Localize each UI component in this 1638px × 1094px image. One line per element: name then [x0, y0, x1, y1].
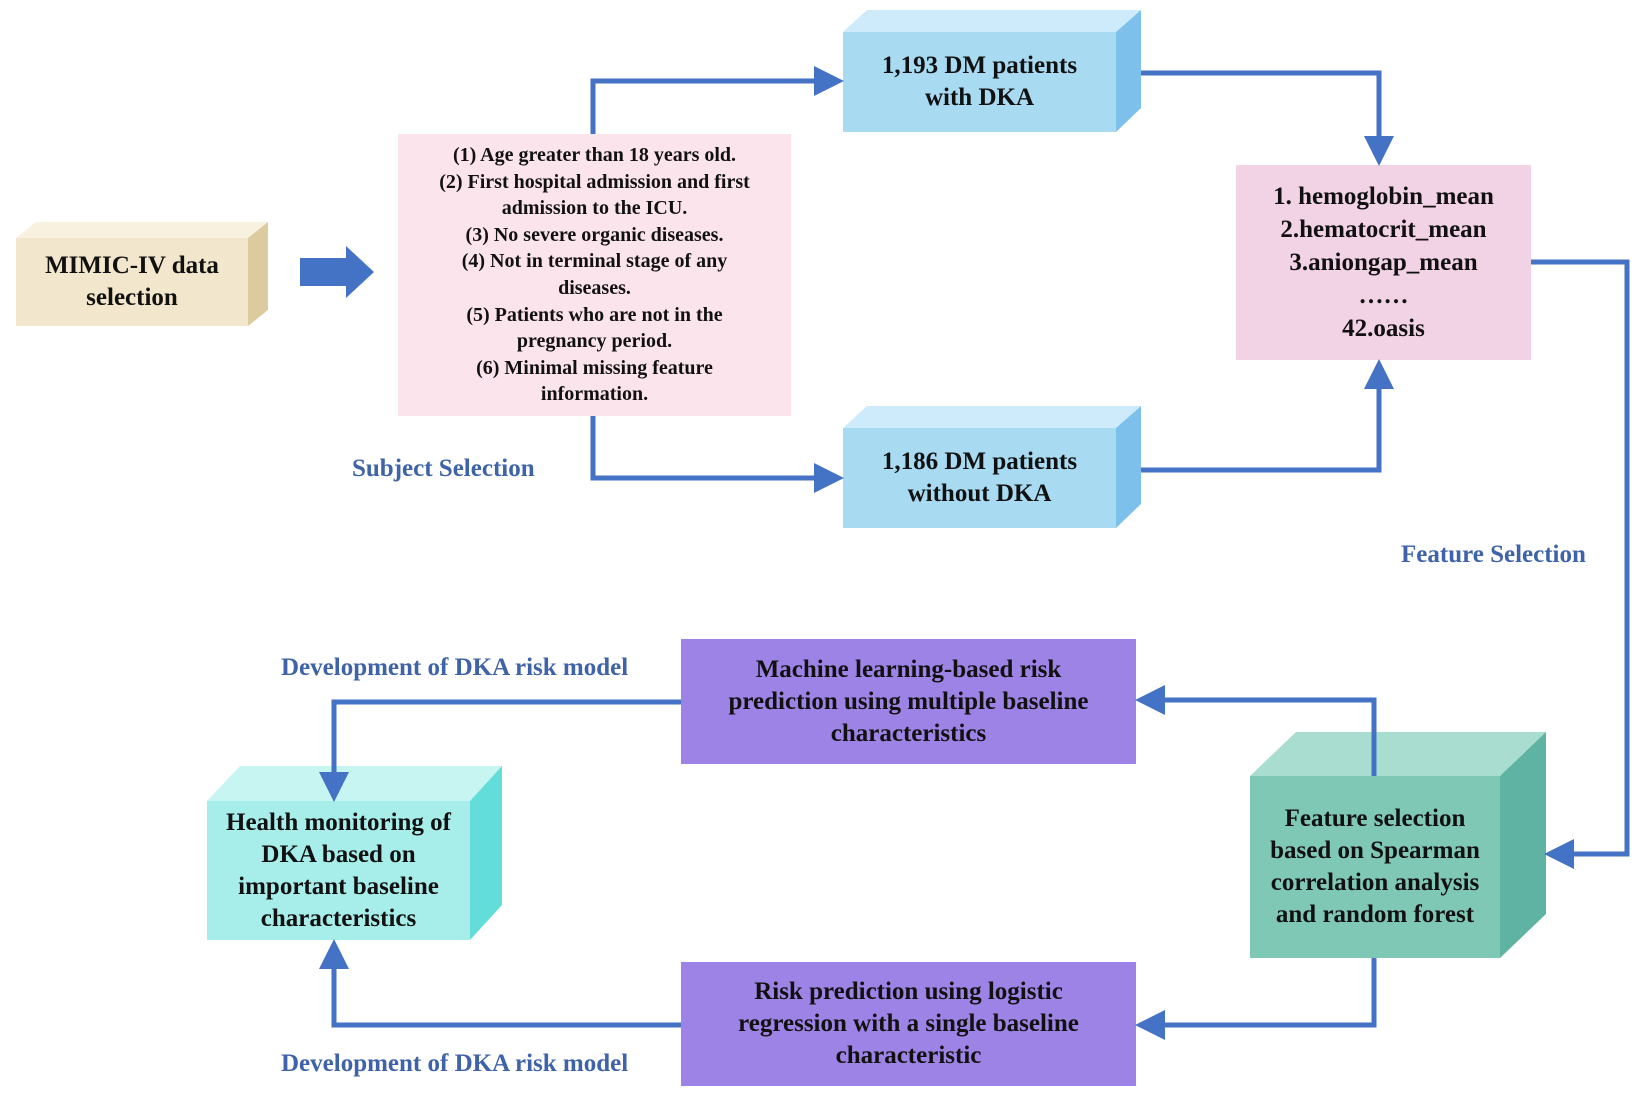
ml-model-line-3: characteristics	[830, 719, 987, 747]
health-text: Health monitoring of DKA based on import…	[207, 801, 470, 940]
criteria-line-9: (6) Minimal missing feature	[476, 356, 713, 379]
arrow-method-to-lr	[1135, 958, 1377, 1040]
health-line-2: DKA based on	[261, 840, 416, 868]
without-dka-box-front	[843, 428, 1116, 528]
lr-model-box	[681, 962, 1136, 1086]
criteria-line-5: (4) Not in terminal stage of any	[461, 250, 728, 273]
without-dka-line-1: 1,186 DM patients	[881, 448, 1078, 475]
arrow-criteria-to-with-dka	[590, 66, 844, 134]
health-line-3: important baseline	[238, 872, 439, 900]
criteria-box	[398, 134, 791, 416]
criteria-line-2: (2) First hospital admission and first	[439, 170, 750, 193]
lr-model-text: Risk prediction using logistic regressio…	[681, 962, 1136, 1086]
lr-model-line-1: Risk prediction using logistic	[754, 978, 1063, 1005]
health-line-1: Health monitoring of	[226, 808, 451, 836]
with-dka-text: 1,193 DM patients with DKA	[843, 32, 1116, 132]
features-box	[1236, 165, 1531, 360]
arrow-criteria-to-without-dka	[590, 416, 844, 493]
criteria-line-6: diseases.	[558, 277, 631, 299]
criteria-line-3: admission to the ICU.	[501, 197, 688, 220]
feature-method-line-1: Feature selection	[1284, 805, 1466, 832]
with-dka-box-top	[843, 10, 1141, 32]
without-dka-box	[843, 406, 1141, 528]
feature-selection-label: Feature Selection	[1401, 541, 1586, 568]
mimic-box-front	[16, 238, 248, 326]
block-arrow	[300, 246, 374, 298]
health-line-4: characteristics	[260, 904, 417, 932]
feature-method-box	[1250, 732, 1546, 958]
arrow-lr-to-health	[319, 939, 681, 1028]
mimic-box-top	[16, 222, 268, 238]
ml-model-box	[681, 639, 1136, 764]
lr-model-line-3: characteristic	[835, 1042, 982, 1069]
features-text: 1. hemoglobin_mean 2.hematocrit_mean 3.a…	[1236, 165, 1531, 360]
feature-item-1: 1. hemoglobin_mean	[1273, 183, 1494, 210]
without-dka-box-top	[843, 406, 1141, 428]
feature-method-box-front	[1250, 776, 1500, 958]
arrow-method-to-ml	[1135, 685, 1377, 776]
criteria-line-1: (1) Age greater than 18 years old.	[452, 144, 737, 167]
mimic-box-text: MIMIC-IV data selection	[16, 238, 248, 326]
criteria-box-text: (1) Age greater than 18 years old. (2) F…	[398, 134, 791, 416]
with-dka-line-1: 1,193 DM patients	[881, 52, 1078, 79]
without-dka-text: 1,186 DM patients without DKA	[843, 428, 1116, 528]
mimic-box	[16, 222, 268, 326]
health-box-top	[207, 766, 502, 801]
with-dka-box-side	[1116, 10, 1141, 132]
arrow-features-to-method	[1531, 259, 1630, 869]
subject-selection-label: Subject Selection	[352, 455, 535, 482]
dev-model-label-bottom: Development of DKA risk model	[281, 1050, 629, 1077]
health-box-side	[470, 766, 502, 940]
feature-item-42: 42.oasis	[1342, 315, 1425, 342]
feature-item-2: 2.hematocrit_mean	[1280, 216, 1487, 243]
without-dka-box-side	[1116, 406, 1141, 528]
mimic-box-side	[248, 222, 268, 326]
feature-method-box-side	[1500, 732, 1546, 958]
with-dka-box	[843, 10, 1141, 132]
feature-method-text: Feature selection based on Spearman corr…	[1250, 776, 1500, 958]
without-dka-line-2: without DKA	[907, 480, 1052, 507]
criteria-line-10: information.	[540, 383, 649, 406]
with-dka-line-2: with DKA	[924, 84, 1035, 111]
dev-model-label-top: Development of DKA risk model	[281, 654, 629, 681]
arrow-ml-to-health	[319, 699, 681, 802]
health-box	[207, 766, 502, 940]
feature-ellipsis: ……	[1358, 282, 1409, 309]
health-box-front	[207, 801, 470, 940]
feature-method-line-2: based on Spearman	[1270, 837, 1480, 864]
criteria-line-4: (3) No severe organic diseases.	[465, 223, 724, 246]
feature-item-3: 3.aniongap_mean	[1289, 249, 1478, 276]
ml-model-line-2: prediction using multiple baseline	[728, 687, 1089, 715]
mimic-line-1: MIMIC-IV data	[45, 252, 219, 279]
arrow-with-dka-to-features	[1141, 70, 1394, 166]
feature-method-box-top	[1250, 732, 1546, 776]
criteria-line-8: pregnancy period.	[516, 330, 673, 353]
feature-method-line-3: correlation analysis	[1270, 869, 1480, 896]
mimic-line-2: selection	[86, 284, 178, 311]
criteria-line-7: (5) Patients who are not in the	[466, 303, 723, 326]
lr-model-line-2: regression with a single baseline	[738, 1010, 1079, 1037]
with-dka-box-front	[843, 32, 1116, 132]
arrow-without-dka-to-features	[1141, 359, 1394, 473]
ml-model-text: Machine learning-based risk prediction u…	[681, 639, 1136, 764]
feature-method-line-4: and random forest	[1275, 901, 1475, 928]
ml-model-line-1: Machine learning-based risk	[755, 655, 1062, 683]
